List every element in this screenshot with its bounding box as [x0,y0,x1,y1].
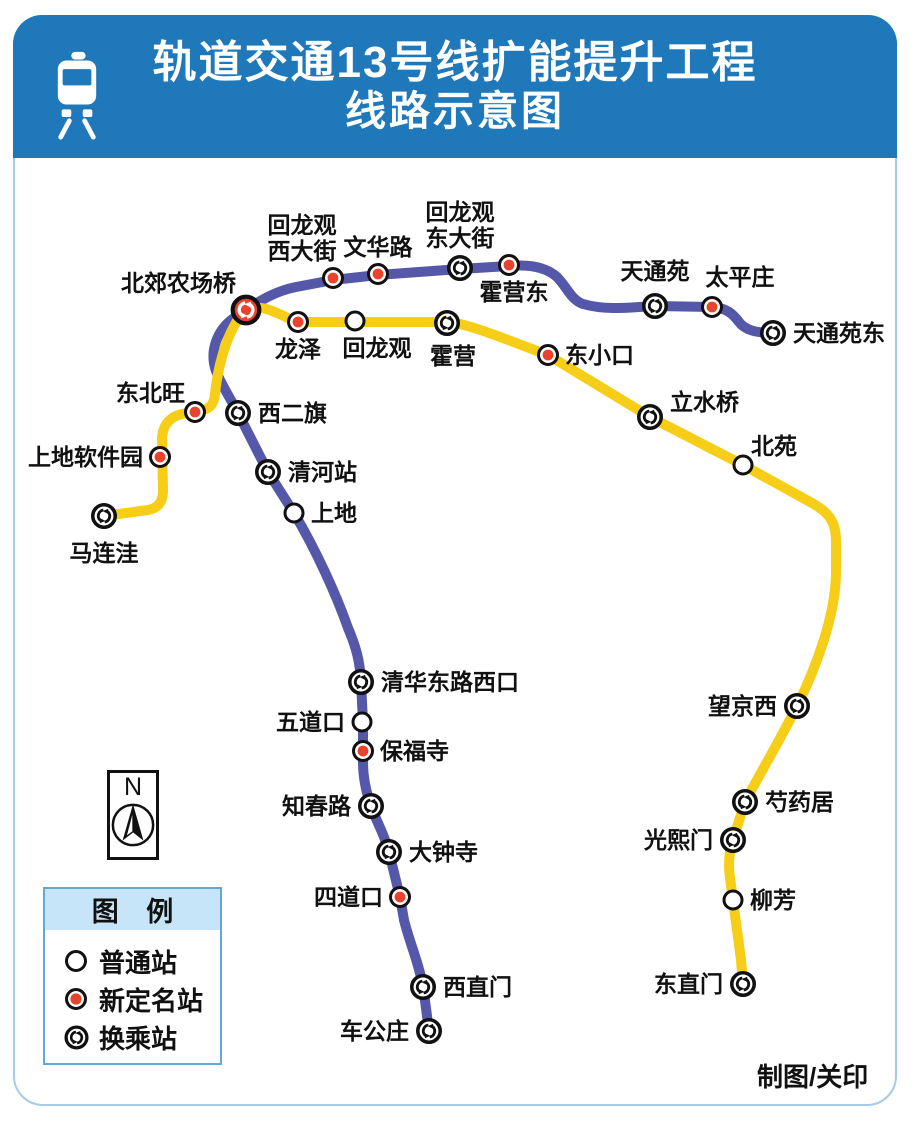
station-label: 太平庄 [705,264,775,291]
transfer-station-icon [61,1024,91,1050]
station-label: 北苑 [751,433,797,460]
station-label: 东小口 [565,342,634,369]
station-label: 保福寺 [380,738,449,765]
train-icon [46,48,108,145]
station-marker-北郊农场桥 [230,294,262,326]
station-label: 天通苑东 [793,320,885,347]
station-marker-上地软件园 [149,446,171,468]
station-marker-回龙观东大街 [447,255,474,282]
station-label: 回龙观 [342,335,412,361]
legend-item-transfer: 换乘站 [61,1018,220,1056]
station-label: 回龙观 东大街 [425,199,495,252]
station-marker-立水桥 [637,404,664,431]
station-marker-东直门 [730,971,757,998]
station-label: 马连洼 [69,540,139,566]
station-marker-天通苑东 [760,320,787,347]
station-marker-车公庄 [416,1018,443,1045]
station-marker-清华东路西口 [348,669,375,696]
station-marker-清河站 [255,459,282,486]
station-label: 清华东路西口 [381,669,519,696]
legend: 图 例 普通站 新定名站 换乘站 [43,887,222,1065]
station-label: 东直门 [654,971,723,998]
station-label: 知春路 [282,793,351,820]
station-marker-太平庄 [701,296,723,318]
page-title: 轨道交通13号线扩能提升工程 [152,37,758,87]
station-marker-东小口 [537,344,559,366]
station-label: 大钟寺 [409,839,478,866]
station-marker-霍营东 [498,254,520,276]
station-label: 西二旗 [258,400,327,427]
station-marker-天通苑 [642,293,669,320]
station-marker-霍营 [434,310,461,337]
station-marker-上地 [283,502,305,524]
station-marker-北苑 [732,454,754,476]
station-label: 光熙门 [644,827,713,854]
station-marker-柳芳 [722,889,744,911]
legend-label: 新定名站 [99,985,204,1016]
station-marker-西直门 [410,974,437,1001]
station-marker-西二旗 [225,400,252,427]
station-marker-知春路 [358,793,385,820]
station-label: 霍营 [430,343,476,369]
page-subtitle: 线路示意图 [345,88,565,135]
station-marker-马连洼 [91,503,118,530]
station-label: 霍营东 [479,279,549,305]
station-marker-四道口 [389,886,411,908]
station-label: 上地 [311,500,357,527]
station-marker-大钟寺 [376,839,403,866]
station-label: 文华路 [343,234,413,261]
legend-item-ordinary: 普通站 [61,942,220,980]
ordinary-station-icon [61,950,91,972]
station-label: 东北旺 [116,380,185,407]
station-label: 车公庄 [340,1018,409,1045]
station-label: 西直门 [443,974,512,1001]
station-label: 上地软件园 [28,444,143,471]
station-marker-龙泽 [287,311,309,333]
legend-item-renamed: 新定名站 [61,980,220,1018]
station-label: 天通苑 [620,258,690,285]
renamed-station-icon [61,988,91,1010]
compass-north-label: N [123,773,143,801]
legend-label: 换乘站 [99,1023,178,1054]
station-marker-五道口 [351,711,373,733]
station-label: 北郊农场桥 [121,270,236,297]
station-marker-文华路 [367,263,389,285]
map-header: 轨道交通13号线扩能提升工程 线路示意图 [13,15,897,158]
station-marker-保福寺 [352,740,374,762]
station-marker-望京西 [784,693,811,720]
station-label: 立水桥 [670,389,739,416]
legend-title: 图 例 [45,889,220,930]
station-marker-回龙观西大街 [322,267,344,289]
station-label: 四道口 [314,884,383,911]
station-marker-回龙观 [344,310,366,332]
map-titles: 轨道交通13号线扩能提升工程 线路示意图 [13,15,897,158]
north-arrow-icon [110,800,156,855]
station-label: 清河站 [288,459,357,486]
compass: N [107,770,159,860]
station-label: 龙泽 [275,336,321,362]
station-label: 望京西 [708,693,777,720]
station-marker-芍药居 [732,789,759,816]
station-marker-东北旺 [184,401,206,423]
station-label: 芍药居 [765,789,834,816]
legend-label: 普通站 [99,947,178,978]
cartographer-credit: 制图/关印 [757,1062,869,1092]
station-marker-光熙门 [720,827,747,854]
station-label: 柳芳 [750,887,796,914]
station-label: 回龙观 西大街 [267,212,337,265]
station-label: 五道口 [276,709,345,736]
